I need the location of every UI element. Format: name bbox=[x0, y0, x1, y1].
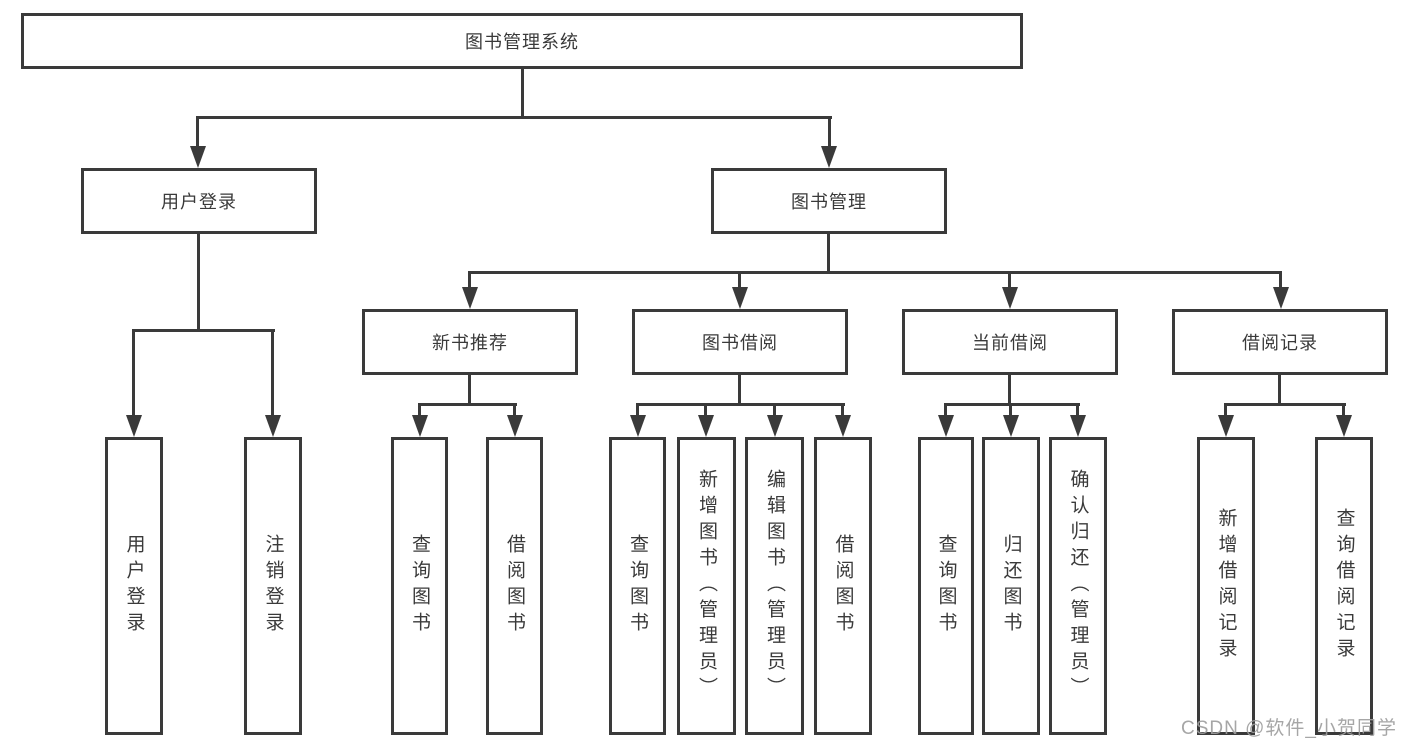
connector-line bbox=[418, 403, 421, 417]
node-root: 图书管理系统 bbox=[21, 13, 1023, 69]
node-book-management: 图书管理 bbox=[711, 168, 947, 234]
arrow-down-icon bbox=[630, 415, 646, 437]
connector-line bbox=[738, 375, 741, 406]
node-borrow-records-label: 借阅记录 bbox=[1242, 333, 1318, 353]
arrow-down-icon bbox=[1273, 287, 1289, 309]
arrow-down-icon bbox=[698, 415, 714, 437]
leaf-current-query-books-label: 查询图书 bbox=[935, 534, 957, 638]
arrow-down-icon bbox=[1003, 415, 1019, 437]
connector-line bbox=[468, 271, 471, 289]
connector-line bbox=[468, 375, 471, 406]
leaf-records-add-record-label: 新增借阅记录 bbox=[1215, 508, 1237, 664]
connector-line bbox=[636, 403, 845, 406]
leaf-borrow-borrow-book-label: 借阅图书 bbox=[832, 534, 854, 638]
connector-line bbox=[197, 116, 832, 119]
leaf-logout-label: 注销登录 bbox=[262, 534, 284, 638]
connector-line bbox=[738, 271, 741, 289]
connector-line bbox=[513, 403, 516, 417]
leaf-records-query-record-label: 查询借阅记录 bbox=[1333, 508, 1355, 664]
node-root-label: 图书管理系统 bbox=[465, 32, 579, 52]
connector-line bbox=[271, 329, 274, 417]
leaf-borrow-add-book-admin: 新增图书（管理员） bbox=[677, 437, 736, 735]
connector-line bbox=[827, 234, 830, 273]
node-user-login-label: 用户登录 bbox=[161, 192, 237, 212]
arrow-down-icon bbox=[767, 415, 783, 437]
connector-line bbox=[196, 116, 199, 148]
node-new-book-recommend-label: 新书推荐 bbox=[432, 333, 508, 353]
arrow-down-icon bbox=[462, 287, 478, 309]
node-current-borrow-label: 当前借阅 bbox=[972, 333, 1048, 353]
connector-line bbox=[944, 403, 1080, 406]
connector-line bbox=[1224, 403, 1346, 406]
arrow-down-icon bbox=[190, 146, 206, 168]
connector-line bbox=[1008, 375, 1011, 406]
leaf-current-confirm-return-admin-label: 确认归还（管理员） bbox=[1067, 469, 1089, 703]
leaf-current-query-books: 查询图书 bbox=[918, 437, 974, 735]
leaf-borrow-add-book-admin-label: 新增图书（管理员） bbox=[696, 469, 717, 703]
leaf-current-return-book: 归还图书 bbox=[982, 437, 1040, 735]
leaf-logout: 注销登录 bbox=[244, 437, 302, 735]
leaf-borrow-edit-book-admin: 编辑图书（管理员） bbox=[745, 437, 804, 735]
connector-line bbox=[828, 116, 831, 148]
connector-line bbox=[1076, 403, 1079, 417]
node-book-borrow-label: 图书借阅 bbox=[702, 333, 778, 353]
arrow-down-icon bbox=[938, 415, 954, 437]
arrow-down-icon bbox=[1336, 415, 1352, 437]
arrow-down-icon bbox=[1218, 415, 1234, 437]
connector-line bbox=[1342, 403, 1345, 417]
connector-line bbox=[773, 403, 776, 417]
connector-line bbox=[1279, 271, 1282, 289]
arrow-down-icon bbox=[126, 415, 142, 437]
arrow-down-icon bbox=[507, 415, 523, 437]
connector-line bbox=[132, 329, 275, 332]
leaf-current-return-book-label: 归还图书 bbox=[1000, 534, 1022, 638]
arrow-down-icon bbox=[412, 415, 428, 437]
connector-line bbox=[197, 234, 200, 331]
connector-line bbox=[521, 68, 524, 118]
connector-line bbox=[1224, 403, 1227, 417]
leaf-borrow-edit-book-admin-label: 编辑图书（管理员） bbox=[764, 469, 785, 703]
connector-line bbox=[944, 403, 947, 417]
arrow-down-icon bbox=[1070, 415, 1086, 437]
leaf-records-add-record: 新增借阅记录 bbox=[1197, 437, 1255, 735]
node-borrow-records: 借阅记录 bbox=[1172, 309, 1388, 375]
connector-line bbox=[468, 271, 1282, 274]
connector-line bbox=[132, 329, 135, 417]
node-book-management-label: 图书管理 bbox=[791, 192, 867, 212]
node-current-borrow: 当前借阅 bbox=[902, 309, 1118, 375]
csdn-watermark: CSDN @软件_小贺同学 bbox=[1181, 718, 1397, 739]
arrow-down-icon bbox=[1002, 287, 1018, 309]
node-user-login: 用户登录 bbox=[81, 168, 317, 234]
leaf-newrec-borrow-book-label: 借阅图书 bbox=[504, 534, 525, 638]
leaf-newrec-query-books-label: 查询图书 bbox=[409, 534, 430, 638]
arrow-down-icon bbox=[821, 146, 837, 168]
leaf-newrec-borrow-book: 借阅图书 bbox=[486, 437, 543, 735]
connector-line bbox=[1009, 403, 1012, 417]
leaf-records-query-record: 查询借阅记录 bbox=[1315, 437, 1373, 735]
leaf-user-login-label: 用户登录 bbox=[123, 534, 145, 638]
connector-line bbox=[418, 403, 517, 406]
connector-line bbox=[636, 403, 639, 417]
arrow-down-icon bbox=[265, 415, 281, 437]
arrow-down-icon bbox=[732, 287, 748, 309]
connector-line bbox=[1278, 375, 1281, 406]
leaf-newrec-query-books: 查询图书 bbox=[391, 437, 448, 735]
node-new-book-recommend: 新书推荐 bbox=[362, 309, 578, 375]
node-book-borrow: 图书借阅 bbox=[632, 309, 848, 375]
connector-line bbox=[841, 403, 844, 417]
leaf-user-login: 用户登录 bbox=[105, 437, 163, 735]
arrow-down-icon bbox=[835, 415, 851, 437]
connector-line bbox=[704, 403, 707, 417]
leaf-borrow-query-books-label: 查询图书 bbox=[627, 534, 648, 638]
leaf-borrow-borrow-book: 借阅图书 bbox=[814, 437, 872, 735]
leaf-current-confirm-return-admin: 确认归还（管理员） bbox=[1049, 437, 1107, 735]
connector-line bbox=[1008, 271, 1011, 289]
leaf-borrow-query-books: 查询图书 bbox=[609, 437, 666, 735]
